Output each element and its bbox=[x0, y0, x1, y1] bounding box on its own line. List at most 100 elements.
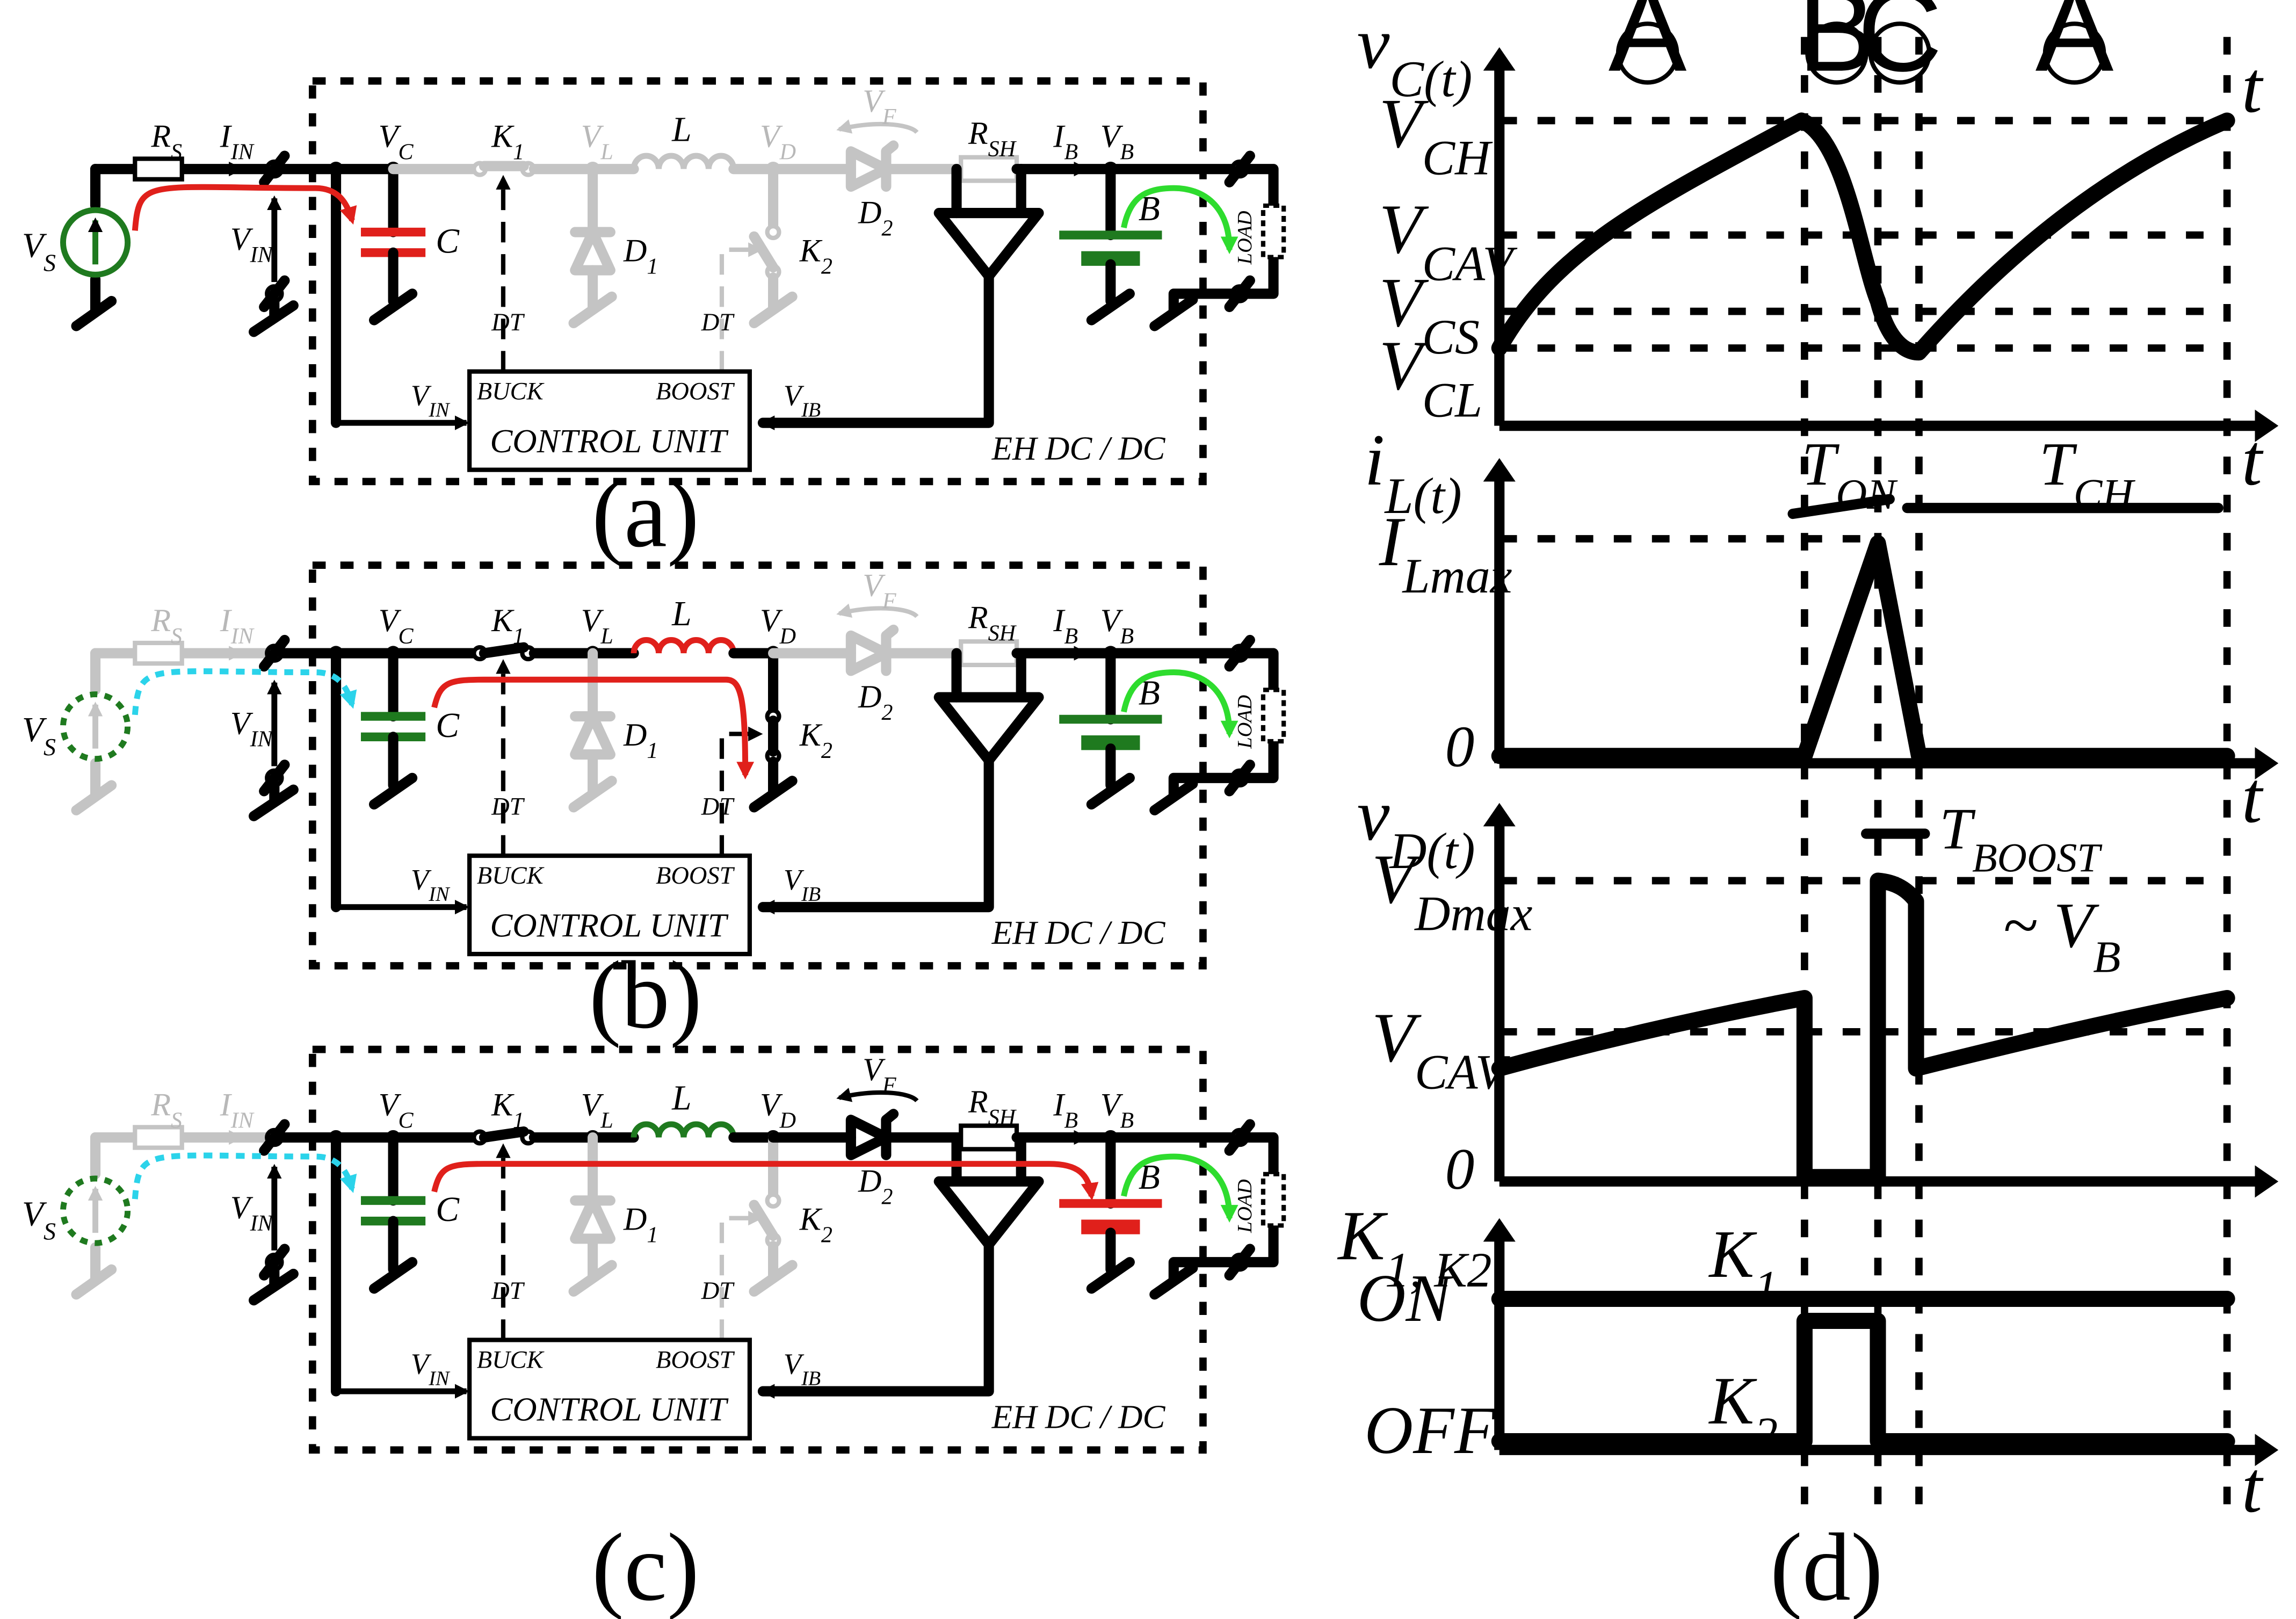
vc-time-label: t bbox=[2242, 46, 2264, 128]
input-current-label: IIN bbox=[220, 118, 255, 165]
vd-plot: vD(t) t VDmax VCAV 0 ~ VB TBOOST bbox=[1357, 756, 2279, 1202]
vin-node-dot bbox=[328, 1130, 344, 1145]
diode-voltage-label: VD bbox=[760, 1087, 796, 1133]
caption-c: (c) bbox=[592, 1513, 699, 1619]
forward-voltage-label: VF bbox=[863, 1051, 897, 1098]
k2-ground bbox=[749, 291, 798, 329]
load-label: LOAD bbox=[1234, 695, 1256, 749]
battery-current-label: IB bbox=[1053, 118, 1078, 165]
load-resistor bbox=[1261, 688, 1286, 744]
source-ground bbox=[71, 1264, 117, 1300]
phase-c-circle bbox=[1868, 21, 1932, 85]
load-wires bbox=[1168, 164, 1279, 317]
ton-label: TON bbox=[1801, 430, 1898, 518]
source-label: VS bbox=[22, 711, 56, 761]
capacitor-voltage-label: VC bbox=[379, 602, 414, 649]
ilmax-label: ILmax bbox=[1379, 503, 1512, 603]
load-wires bbox=[1168, 648, 1279, 801]
phase-a1-label: A bbox=[1609, 0, 1687, 96]
diode-voltage-label: VD bbox=[760, 118, 796, 165]
input-ground-slash bbox=[249, 1269, 299, 1306]
d2-label: D2 bbox=[858, 678, 893, 725]
load-terminal-bottom-slash bbox=[1224, 760, 1255, 797]
inductor-coil bbox=[631, 637, 737, 654]
k1-blade-closed bbox=[479, 1126, 529, 1143]
control-unit-box bbox=[467, 1338, 752, 1441]
input-voltage-label: VIN bbox=[230, 705, 274, 751]
vdmax-label: VDmax bbox=[1372, 840, 1533, 941]
tboost-label: TBOOST bbox=[1939, 796, 2103, 880]
k-on-label: ON bbox=[1357, 1261, 1454, 1336]
input-terminal-bottom-slash bbox=[259, 760, 290, 797]
k1-blade-closed bbox=[479, 642, 529, 659]
vin-sense-label: VIN bbox=[411, 1347, 451, 1390]
d1-ground bbox=[568, 291, 617, 329]
load-flow-arrow bbox=[1121, 185, 1238, 255]
battery-ground bbox=[1086, 288, 1135, 326]
battery-current-label: IB bbox=[1053, 1087, 1078, 1133]
load-flow-arrow bbox=[1121, 1153, 1238, 1223]
vd-time-label: t bbox=[2242, 756, 2264, 838]
k2-label: K2 bbox=[799, 233, 832, 279]
il-waveform bbox=[1491, 535, 2235, 764]
control-unit-box bbox=[467, 853, 752, 957]
vc-plot: vC(t) t VCH VCAV VCS VCL bbox=[1357, 2, 2279, 442]
inductor-flow-arrow bbox=[431, 676, 755, 780]
buck-pin-label: BUCK bbox=[477, 378, 545, 406]
k2-drive-line bbox=[719, 1211, 763, 1340]
load-resistor bbox=[1261, 1172, 1286, 1228]
battery-voltage-label: VB bbox=[1100, 118, 1134, 165]
capacitor-label: C bbox=[436, 1190, 460, 1229]
input-terminal-bottom-slash bbox=[259, 275, 290, 312]
module-label: EH DC / DC bbox=[991, 1398, 1166, 1435]
source-resistor bbox=[133, 640, 184, 666]
boost-pin-label: BOOST bbox=[656, 862, 735, 890]
k1-label: K1 bbox=[491, 1087, 524, 1133]
capacitor-voltage-label: VC bbox=[379, 118, 414, 165]
k-time-label: t bbox=[2242, 1446, 2264, 1528]
capacitor-ground bbox=[369, 772, 418, 810]
charge-flow-arrow bbox=[132, 184, 357, 231]
d2-label: D2 bbox=[858, 194, 893, 241]
caption-d: (d) bbox=[1770, 1513, 1883, 1619]
k2-label: K2 bbox=[799, 1201, 832, 1248]
input-terminal-bottom-slash bbox=[259, 1244, 290, 1281]
shunt-label: RSH bbox=[968, 1083, 1017, 1130]
load-label: LOAD bbox=[1234, 211, 1256, 265]
phase-a2-circle bbox=[2043, 21, 2106, 85]
vf-arrow-icon bbox=[836, 1088, 919, 1103]
il-title: iL(t) bbox=[1364, 419, 1461, 524]
k2-blade bbox=[749, 231, 779, 273]
sense-output-wire bbox=[757, 271, 994, 430]
module-boundary bbox=[309, 77, 1207, 486]
vin-sense-label: VIN bbox=[411, 379, 451, 421]
source-ground bbox=[71, 780, 117, 815]
battery-current-label: IB bbox=[1053, 602, 1078, 649]
input-voltage-label: VIN bbox=[230, 221, 274, 268]
vc-title: vC(t) bbox=[1357, 2, 1473, 107]
source-ground bbox=[71, 295, 117, 331]
d1-symbol bbox=[570, 227, 615, 276]
inductor-label: L bbox=[671, 595, 691, 633]
phase-b-label: B bbox=[1798, 0, 1876, 96]
source-label: VS bbox=[22, 1195, 56, 1245]
inductor-voltage-label: VL bbox=[581, 602, 613, 649]
current-source-symbol bbox=[60, 691, 131, 762]
k2-label: K2 bbox=[799, 717, 832, 763]
module-label: EH DC / DC bbox=[991, 430, 1166, 467]
module-boundary bbox=[309, 561, 1207, 970]
vf-arrow-icon bbox=[836, 603, 919, 618]
d1-symbol bbox=[570, 711, 615, 760]
vd-vcav-label: VCAV bbox=[1372, 999, 1510, 1099]
battery-sense-label: VIB bbox=[784, 1347, 821, 1390]
inductor-label: L bbox=[671, 1079, 691, 1118]
caption-b: (b) bbox=[589, 941, 702, 1049]
phase-a2-label: A bbox=[2036, 0, 2114, 96]
vch-label: VCH bbox=[1379, 85, 1493, 185]
load-terminal-bottom-slash bbox=[1224, 275, 1255, 312]
inductor-label: L bbox=[671, 111, 691, 149]
load-terminal-top-slash bbox=[1224, 1119, 1255, 1156]
vcl-label: VCL bbox=[1379, 327, 1482, 427]
